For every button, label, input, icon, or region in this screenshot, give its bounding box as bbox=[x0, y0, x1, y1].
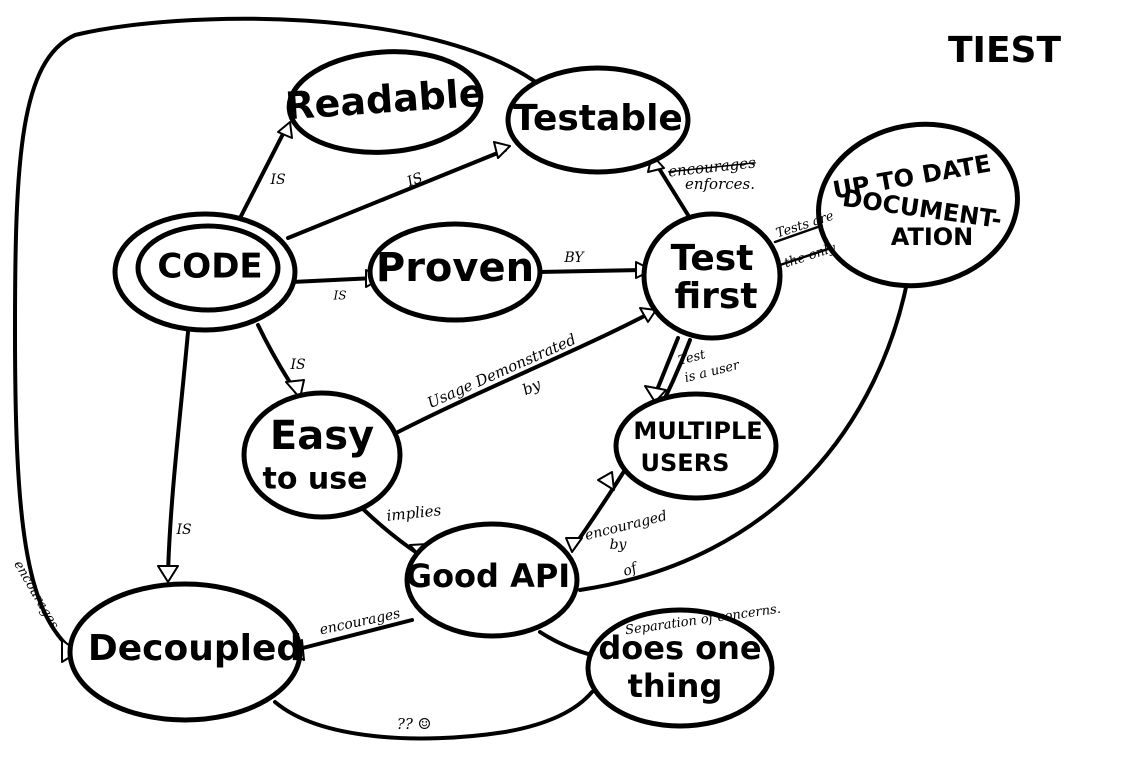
node-multiple-users-label-2: USERS bbox=[641, 449, 730, 477]
node-code-label: CODE bbox=[157, 247, 262, 287]
node-easy-label-2: to use bbox=[263, 462, 368, 497]
node-test-first-shape bbox=[641, 211, 783, 341]
edge-testable-decoupled-loop bbox=[13, 16, 542, 652]
edge-api-decoupled bbox=[293, 618, 414, 652]
edge-easy-test bbox=[396, 310, 654, 434]
node-good-api-shape bbox=[404, 521, 580, 639]
node-easy-label-1: Easy bbox=[270, 413, 374, 459]
label-smiley: ?? ☺ bbox=[397, 715, 431, 733]
node-decoupled-label: Decoupled bbox=[88, 628, 302, 669]
edge-api-onething bbox=[538, 630, 594, 657]
diagram-title: TIEST bbox=[948, 30, 1061, 71]
edge-code-testable bbox=[286, 148, 507, 240]
edge-code-readable bbox=[236, 128, 287, 224]
node-proven-shape bbox=[367, 221, 543, 323]
node-easy-shape bbox=[241, 390, 403, 520]
node-good-api-label: Good API bbox=[406, 557, 570, 595]
node-testable-shape bbox=[505, 65, 691, 175]
label-test-testable: enforces. bbox=[685, 175, 755, 193]
label-implies: implies bbox=[386, 501, 443, 525]
label-test-user-1: Test bbox=[677, 347, 708, 368]
arrow-test-api bbox=[565, 537, 583, 553]
edge-code-decoupled bbox=[166, 330, 190, 577]
arrow-code-readable bbox=[277, 121, 293, 139]
node-multiple-users-shape bbox=[613, 391, 779, 501]
label-test-doc-2: the only bbox=[782, 240, 838, 271]
label-code-proven: IS bbox=[333, 289, 347, 303]
label-loop-decoupled: encourages bbox=[10, 558, 61, 632]
label-encouraged-2: by bbox=[610, 537, 628, 553]
edge-doc-api bbox=[578, 276, 910, 592]
arrow-code-decoupled bbox=[157, 565, 179, 583]
node-documentation-shape bbox=[816, 121, 1020, 289]
label-usage-2: by bbox=[520, 375, 544, 399]
edge-test-testable bbox=[653, 160, 690, 217]
node-code-inner bbox=[135, 223, 281, 313]
node-test-first-label-1: Test bbox=[671, 238, 754, 279]
arrow-easy-test bbox=[639, 307, 657, 323]
node-readable-shape bbox=[286, 49, 484, 155]
edge-test-users bbox=[653, 336, 680, 397]
arrow-users-api bbox=[597, 471, 615, 491]
node-testable-label: Testable bbox=[513, 98, 683, 139]
node-documentation-label-3: ATION bbox=[891, 223, 974, 251]
node-proven-label: Proven bbox=[376, 245, 534, 291]
edge-decoupled-onething bbox=[273, 690, 594, 741]
label-code-easy: IS bbox=[289, 357, 305, 373]
label-usage-1: Usage Demonstrated bbox=[425, 330, 579, 412]
arrow-test-users bbox=[644, 385, 667, 403]
label-code-decoupled: IS bbox=[175, 522, 191, 538]
node-multiple-users-label-1: MULTIPLE bbox=[633, 417, 762, 445]
node-does-one-thing-label-2: thing bbox=[628, 667, 723, 705]
edge-code-proven bbox=[290, 276, 377, 284]
node-does-one-thing-label-1: does one bbox=[598, 629, 761, 667]
label-code-testable: IS bbox=[404, 170, 425, 191]
label-proven-test: BY bbox=[563, 250, 585, 266]
node-test-first-label-2: first bbox=[674, 276, 757, 317]
label-code-readable: IS bbox=[269, 172, 285, 188]
node-does-one-thing-shape bbox=[585, 607, 775, 729]
node-decoupled-shape bbox=[67, 581, 303, 723]
arrow-code-testable bbox=[493, 141, 511, 159]
edge-proven-test bbox=[536, 268, 647, 274]
